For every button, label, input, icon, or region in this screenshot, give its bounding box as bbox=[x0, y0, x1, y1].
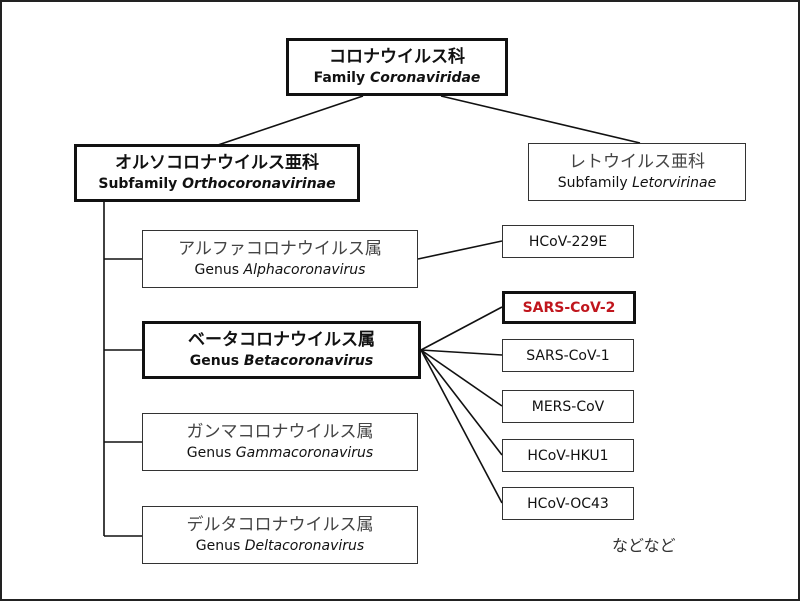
rank-label: Subfamily bbox=[98, 176, 178, 192]
rank-label: Family bbox=[313, 70, 366, 86]
rank-label: Genus bbox=[194, 262, 240, 278]
subfamily-box-ortho: オルソコロナウイルス亜科 Subfamily Orthocoronavirina… bbox=[74, 144, 360, 202]
edge-beta-hku1 bbox=[420, 349, 503, 456]
genus-name-en: Genus Alphacoronavirus bbox=[195, 260, 366, 280]
virus-name: HCoV-OC43 bbox=[527, 495, 609, 512]
virus-name: HCoV-HKU1 bbox=[527, 447, 609, 464]
rank-label: Genus bbox=[195, 538, 241, 554]
genus-name-en: Genus Deltacoronavirus bbox=[196, 536, 364, 556]
genus-name-ja: デルタコロナウイルス属 bbox=[186, 515, 374, 535]
genus-name-ja: アルファコロナウイルス属 bbox=[178, 239, 382, 259]
family-name-en: Family Coronaviridae bbox=[314, 68, 481, 88]
virus-box-sars-cov-2: SARS-CoV-2 bbox=[502, 291, 636, 324]
family-box: コロナウイルス科 Family Coronaviridae bbox=[286, 38, 508, 96]
taxon-name: Letorvirinae bbox=[632, 175, 717, 191]
subfamily-name-en: Subfamily Orthocoronavirinae bbox=[98, 174, 335, 194]
virus-box-hcov-oc43: HCoV-OC43 bbox=[502, 487, 634, 520]
subfamily-box-leto: レトウイルス亜科 Subfamily Letorvirinae bbox=[528, 143, 746, 201]
edge-beta-mers bbox=[420, 349, 503, 407]
virus-box-mers-cov: MERS-CoV bbox=[502, 390, 634, 423]
virus-box-hcov-229e: HCoV-229E bbox=[502, 225, 634, 258]
genus-box-alpha: アルファコロナウイルス属 Genus Alphacoronavirus bbox=[142, 230, 418, 288]
genus-name-ja: ベータコロナウイルス属 bbox=[188, 330, 375, 350]
genus-box-delta: デルタコロナウイルス属 Genus Deltacoronavirus bbox=[142, 506, 418, 564]
subfamily-name-ja: レトウイルス亜科 bbox=[569, 152, 705, 172]
taxon-name: Betacoronavirus bbox=[243, 353, 374, 369]
taxon-name: Orthocoronavirinae bbox=[182, 176, 336, 192]
family-name-ja: コロナウイルス科 bbox=[329, 47, 465, 67]
rank-label: Genus bbox=[186, 445, 232, 461]
virus-name-highlight: SARS-CoV-2 bbox=[522, 299, 616, 316]
genus-name-en: Genus Gammacoronavirus bbox=[187, 443, 373, 463]
genus-box-beta: ベータコロナウイルス属 Genus Betacoronavirus bbox=[142, 321, 421, 379]
genus-name-en: Genus Betacoronavirus bbox=[190, 351, 373, 371]
virus-box-hcov-hku1: HCoV-HKU1 bbox=[502, 439, 634, 472]
virus-name: SARS-CoV-1 bbox=[526, 347, 610, 364]
etc-note: などなど bbox=[612, 536, 676, 555]
rank-label: Subfamily bbox=[557, 175, 628, 191]
edge-alpha-229e bbox=[417, 240, 503, 260]
taxon-name: Coronaviridae bbox=[369, 70, 481, 86]
taxon-name: Alphacoronavirus bbox=[243, 262, 366, 278]
edge-beta-oc43 bbox=[420, 349, 503, 504]
edge-beta-sars2 bbox=[420, 306, 503, 351]
genus-box-gamma: ガンマコロナウイルス属 Genus Gammacoronavirus bbox=[142, 413, 418, 471]
edge-family-leto bbox=[440, 95, 641, 144]
edge-beta-sars1 bbox=[420, 349, 503, 356]
virus-name: MERS-CoV bbox=[531, 398, 605, 415]
subfamily-name-ja: オルソコロナウイルス亜科 bbox=[115, 153, 319, 173]
virus-box-sars-cov-1: SARS-CoV-1 bbox=[502, 339, 634, 372]
genus-name-ja: ガンマコロナウイルス属 bbox=[186, 422, 374, 442]
subfamily-name-en: Subfamily Letorvirinae bbox=[558, 173, 716, 193]
virus-name: HCoV-229E bbox=[528, 233, 608, 250]
edge-family-ortho bbox=[214, 95, 364, 147]
taxon-name: Gammacoronavirus bbox=[235, 445, 374, 461]
rank-label: Genus bbox=[189, 353, 240, 369]
taxon-name: Deltacoronavirus bbox=[244, 538, 365, 554]
